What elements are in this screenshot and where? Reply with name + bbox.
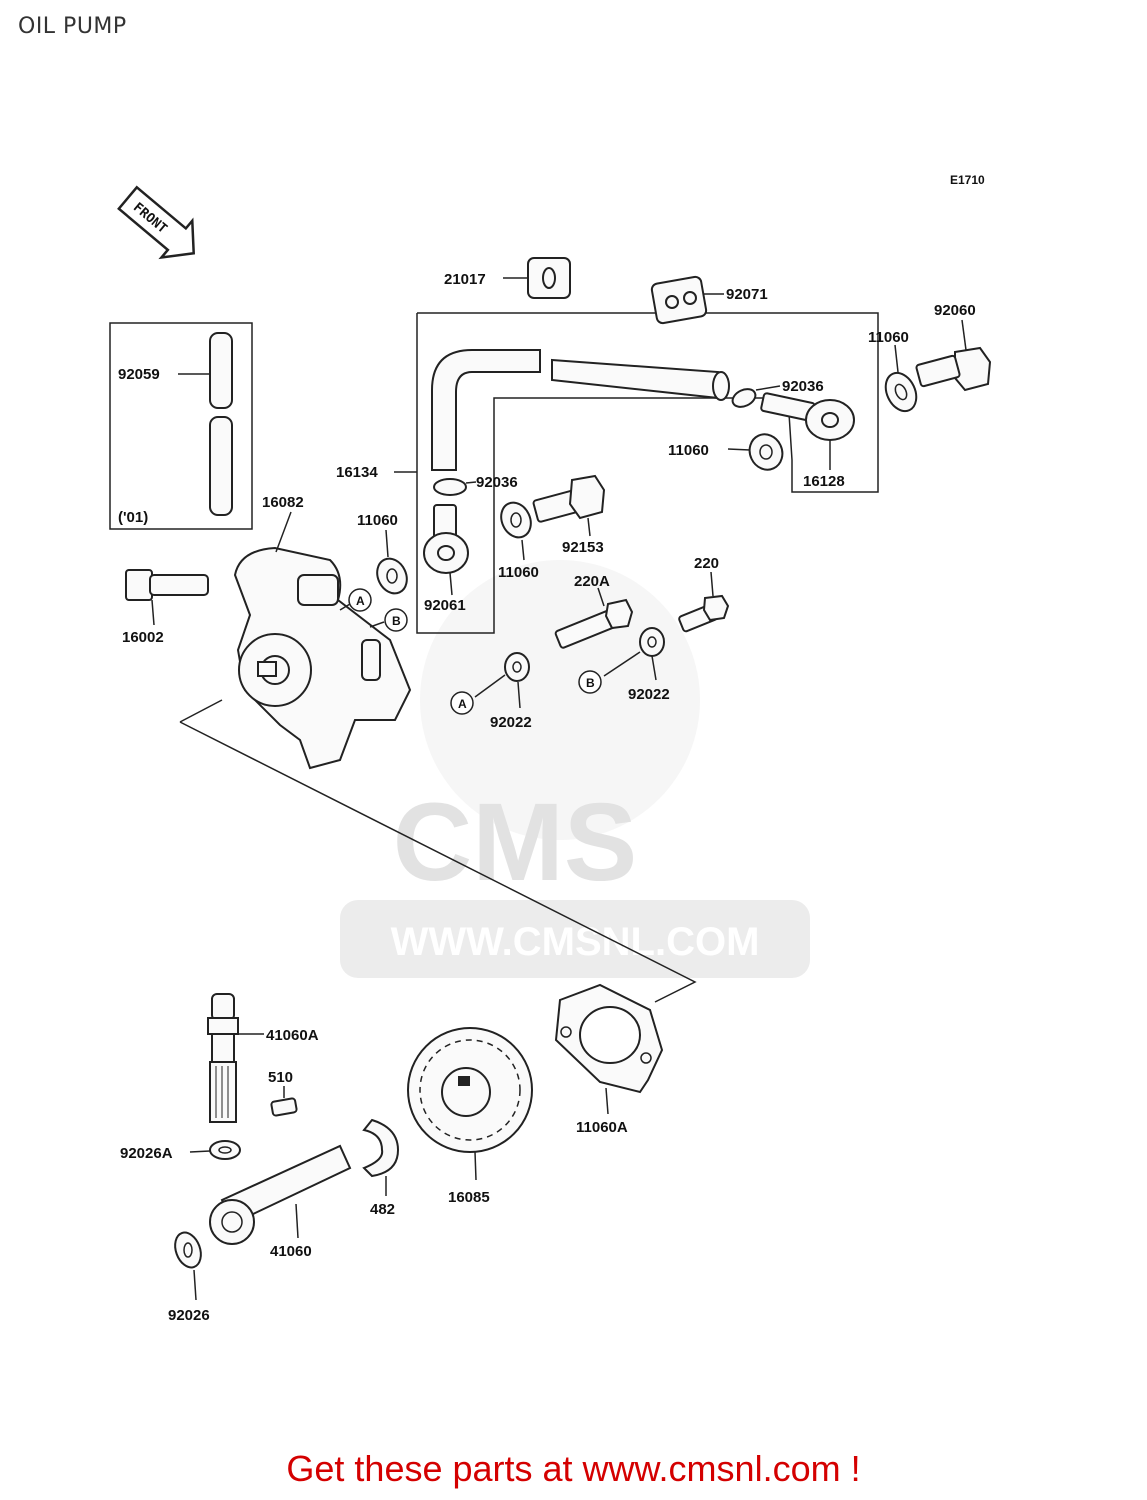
year-note: ('01) [118, 509, 148, 526]
label-41060: 41060 [270, 1243, 312, 1260]
washer-92026 [174, 1231, 202, 1269]
label-92036-b: 92036 [476, 474, 518, 491]
circlip-482 [362, 1118, 400, 1178]
washer-92022-b [639, 627, 665, 657]
oil-pump-diagram: CMS WWW.CMSNL.COM E1710 FRONT 92059 ('01… [109, 173, 992, 1324]
footer-link-text[interactable]: Get these parts at www.cmsnl.com ! [286, 1448, 861, 1489]
label-92022-a: 92022 [490, 714, 532, 731]
label-11060-c: 11060 [357, 512, 398, 529]
washer-92026A [209, 1140, 241, 1160]
clip-92036-b [433, 478, 467, 496]
pipe-92059 [209, 332, 233, 516]
front-arrow-icon: FRONT [117, 185, 196, 260]
diagram-code: E1710 [950, 173, 985, 187]
callout-a-2 [450, 691, 474, 715]
bolt-220 [678, 594, 730, 633]
callout-b-1 [384, 608, 408, 632]
washer-11060-b [748, 433, 784, 471]
label-92026A: 92026A [120, 1145, 173, 1162]
label-220A: 220A [574, 573, 610, 590]
gasket-11060A [554, 983, 664, 1094]
key-510 [270, 1097, 298, 1117]
washer-92022-a [504, 652, 530, 682]
label-510: 510 [268, 1069, 293, 1086]
washer-11060-c [376, 557, 408, 595]
washer-11060-a [884, 371, 918, 413]
watermark-url: WWW.CMSNL.COM [391, 920, 760, 964]
shaft-41060A [207, 993, 239, 1123]
callout-b-2-label: B [586, 676, 595, 690]
oil-pump-body-16082 [233, 546, 412, 770]
label-21017: 21017 [444, 271, 486, 288]
oil-hose-straight [551, 358, 719, 400]
label-16128: 16128 [803, 473, 845, 490]
washer-11060-d [500, 501, 532, 539]
label-11060-d: 11060 [498, 564, 539, 581]
bolt-220A [554, 598, 634, 649]
label-16082: 16082 [262, 494, 304, 511]
label-16002: 16002 [122, 629, 164, 646]
label-92022-b: 92022 [628, 686, 670, 703]
label-482: 482 [370, 1201, 395, 1218]
bolt-92153 [532, 474, 606, 523]
label-92153: 92153 [562, 539, 604, 556]
shaft-41060 [209, 1144, 352, 1245]
label-92059: 92059 [118, 366, 160, 383]
grommet-21017 [527, 257, 571, 299]
label-16134: 16134 [336, 464, 378, 481]
label-92036-a: 92036 [782, 378, 824, 395]
label-11060A: 11060A [576, 1119, 628, 1136]
label-92026: 92026 [168, 1307, 210, 1324]
clip-92036-a [731, 388, 757, 408]
fitting-16002 [125, 569, 209, 601]
callout-a-2-label: A [458, 697, 467, 711]
callout-a-1-label: A [356, 594, 365, 608]
bolt-92060 [915, 346, 992, 392]
label-92071: 92071 [726, 286, 768, 303]
label-92060: 92060 [934, 302, 976, 319]
label-11060-a: 11060 [868, 329, 909, 346]
page-title: OIL PUMP [18, 14, 127, 39]
callout-b-1-label: B [392, 614, 401, 628]
label-16085: 16085 [448, 1189, 490, 1206]
label-220: 220 [694, 555, 719, 572]
assembly-line-upper [179, 699, 223, 723]
pipe-variant-frame [109, 322, 253, 530]
grommet-92071 [650, 275, 708, 325]
gear-16085 [407, 1027, 533, 1153]
callout-a-1 [348, 588, 372, 612]
callout-b-2 [578, 670, 602, 694]
label-41060A: 41060A [266, 1027, 319, 1044]
label-92061: 92061 [424, 597, 466, 614]
banjo-16128 [760, 392, 855, 441]
label-11060-b: 11060 [668, 442, 709, 459]
oil-hose-elbow [431, 349, 541, 471]
banjo-92061 [423, 504, 469, 574]
cms-watermark: CMS WWW.CMSNL.COM [340, 560, 810, 978]
assembly-line-lower [179, 721, 697, 1003]
watermark-logo: CMS [393, 781, 637, 904]
